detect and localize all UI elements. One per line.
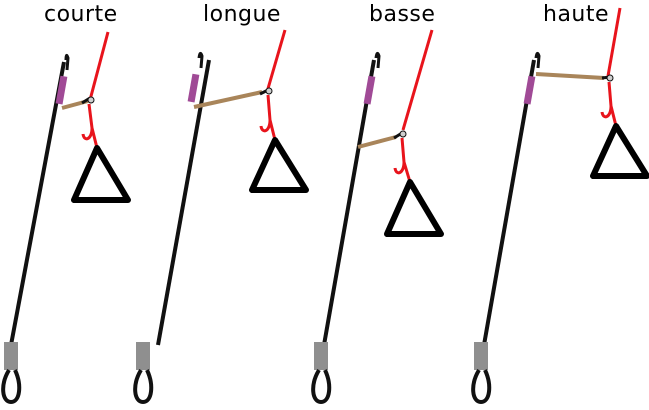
loop-icon [311, 368, 332, 405]
bar-icon [535, 72, 605, 80]
rod-tip-loop [374, 51, 381, 69]
rod-tip-loop [197, 51, 204, 69]
rod-icon [322, 59, 376, 346]
panel-haute: haute [471, 0, 649, 410]
triangle-icon [249, 137, 309, 193]
triangle-icon [384, 179, 444, 237]
panel-courte: courte [0, 0, 160, 410]
loop-icon [1, 368, 22, 405]
label-courte: courte [44, 2, 118, 27]
tip-wrap [363, 75, 376, 105]
red-line-icon [401, 29, 434, 131]
red-line-icon [606, 7, 622, 77]
diagram-longue [133, 29, 309, 405]
diagram-courte [1, 31, 131, 405]
label-longue: longue [203, 2, 281, 27]
bar-icon [193, 90, 263, 109]
diagram-basse [311, 29, 444, 405]
rod-icon [156, 59, 211, 346]
diagram-haute [471, 7, 649, 405]
grip [4, 342, 18, 370]
label-haute: haute [543, 2, 610, 27]
grip [314, 342, 328, 370]
red-line-icon [265, 29, 287, 93]
red-dropper [600, 81, 618, 127]
bar-icon [357, 135, 397, 149]
triangle-icon [71, 145, 131, 203]
red-dropper [393, 137, 412, 183]
rod-icon [9, 61, 66, 346]
tip-wrap [187, 73, 200, 103]
red-dropper [81, 103, 99, 149]
rod-tip-loop [534, 51, 541, 69]
loop-icon [471, 368, 492, 405]
tip-wrap [55, 75, 68, 105]
triangle-icon [590, 123, 649, 179]
panel-basse: basse [311, 0, 480, 410]
red-line-icon [88, 31, 110, 101]
tip-wrap [523, 75, 536, 105]
grip [136, 342, 150, 370]
rod-tip-loop [64, 53, 70, 71]
red-dropper [259, 94, 277, 141]
grip [474, 342, 488, 370]
loop-icon [133, 368, 154, 405]
panel-longue: longue [133, 0, 320, 410]
label-basse: basse [369, 2, 436, 27]
rod-icon [482, 59, 536, 346]
